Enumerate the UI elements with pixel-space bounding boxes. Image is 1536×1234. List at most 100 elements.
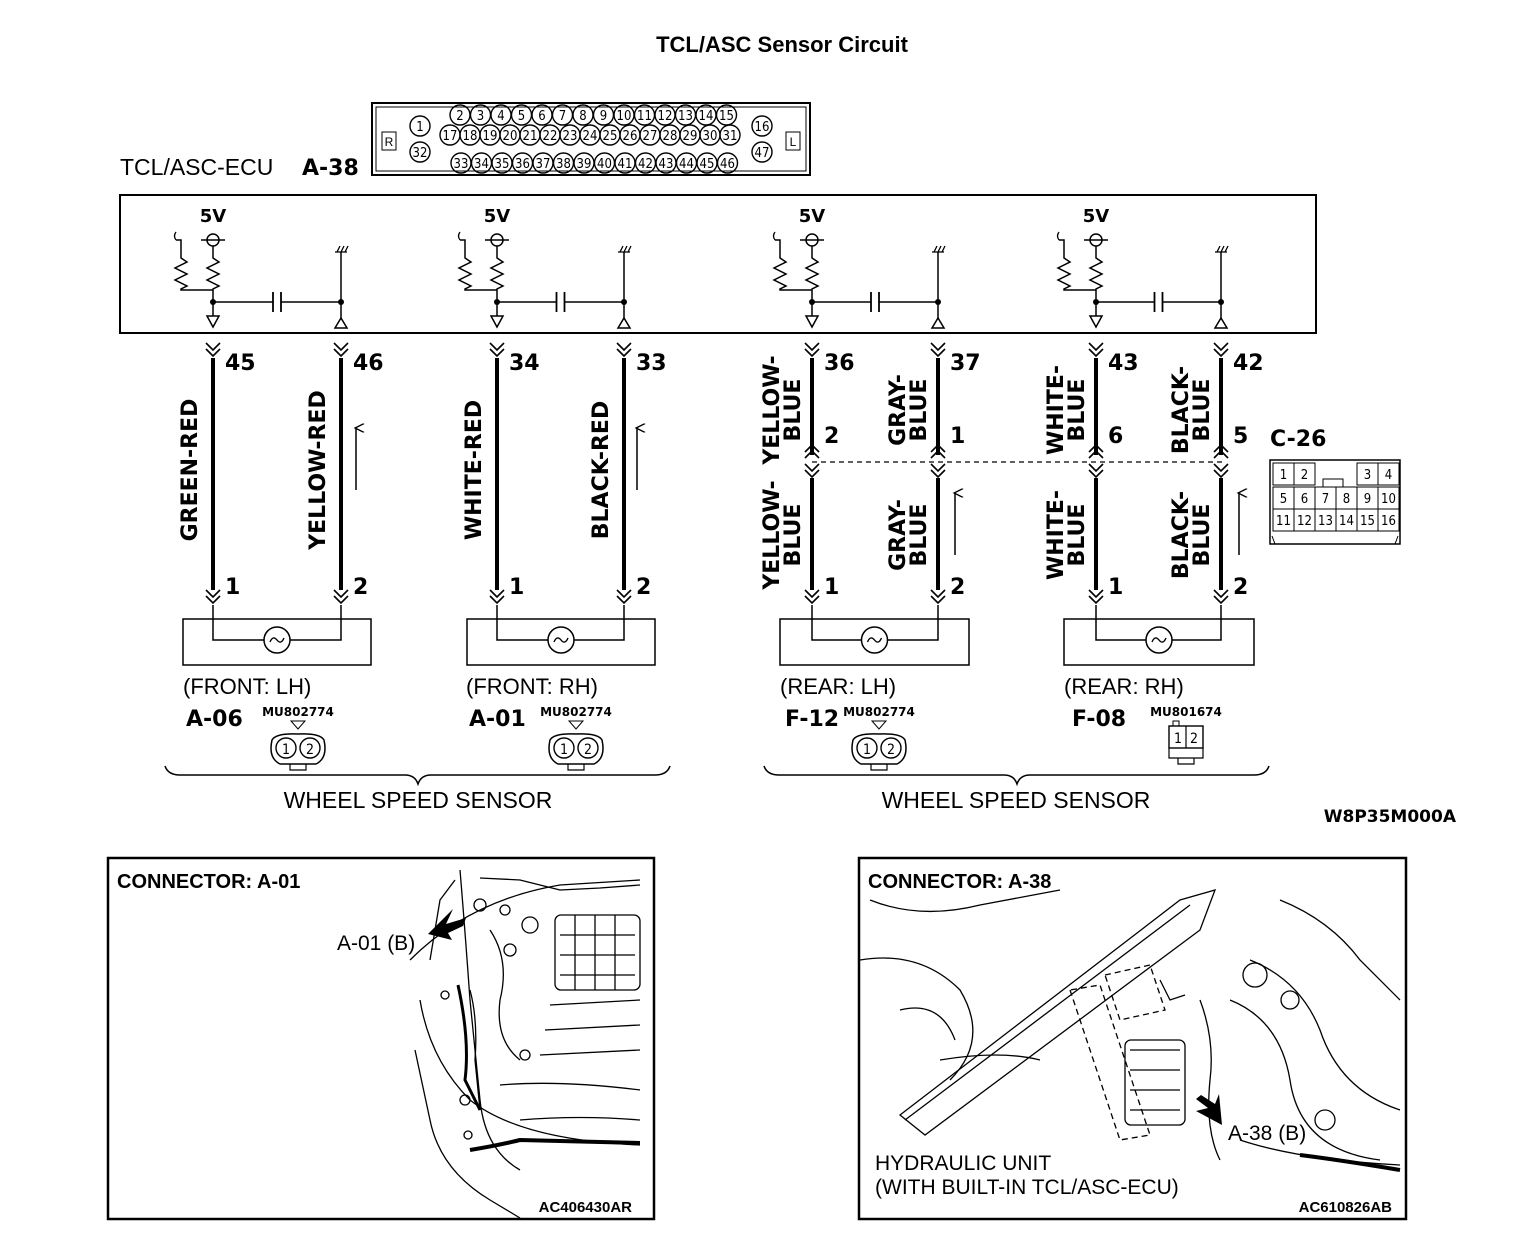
pin-circle — [275, 737, 297, 759]
junction-pin-number: 1 — [950, 424, 965, 449]
sensor-connector-code: A-06 — [186, 707, 243, 732]
connector-chevron — [1213, 589, 1229, 605]
connector-chevron — [1213, 342, 1229, 358]
connector-chevron — [1213, 463, 1229, 479]
voltage-label: 5V — [484, 206, 511, 227]
terminal-triangle-up — [930, 316, 946, 329]
pin-number: 36 — [515, 157, 530, 172]
wire-color-label: BLACK-RED — [589, 401, 614, 539]
group-label-front: WHEEL SPEED SENSOR — [284, 787, 553, 813]
pin-number: 42 — [638, 157, 653, 172]
voltage-label: 5V — [200, 206, 227, 227]
sensor-connector-code: A-01 — [469, 707, 526, 732]
voltage-label: 5V — [1083, 206, 1110, 227]
sensor-pin-number: 1 — [1108, 575, 1123, 600]
sensor-pin-number: 1 — [225, 575, 240, 600]
sensor-part-number: MU801674 — [1150, 705, 1222, 719]
wire-color-label-lower-line: BLACK- — [1169, 491, 1194, 579]
harness-wires: 451GREEN-RED462YELLOW-RED341WHITE-RED332… — [178, 342, 1264, 605]
pin-number: 24 — [583, 129, 598, 144]
sensor-connector-code: F-08 — [1072, 707, 1126, 732]
sensor-part-number: MU802774 — [540, 705, 612, 719]
c26-cell-number: 10 — [1381, 492, 1396, 507]
wire-color-label-lower: YELLOW-BLUE — [760, 480, 806, 590]
pullup-resistor — [489, 246, 505, 302]
ecu-pin-number: 43 — [1108, 351, 1139, 376]
c26-cell-number: 12 — [1297, 514, 1312, 529]
pin-number: 3 — [477, 109, 484, 124]
c26-cell-number: 6 — [1301, 492, 1308, 507]
pin-number: 47 — [755, 146, 770, 161]
ecu-pin-number: 34 — [509, 351, 540, 376]
pin-circle — [719, 124, 741, 146]
c26-cell-number: 11 — [1276, 514, 1291, 529]
connector-chevron — [205, 342, 221, 358]
wire-color-label-upper-line: BLUE — [1190, 379, 1215, 442]
terminal-triangle-up — [1213, 316, 1229, 329]
sensor-box — [466, 618, 656, 666]
c26-key — [1322, 478, 1344, 488]
panel-left-code: AC406430AR — [539, 1199, 633, 1216]
ecu-box — [119, 194, 1317, 334]
c26-cell-number: 1 — [1280, 468, 1287, 483]
panel-right-caption2: (WITH BUILT-IN TCL/ASC-ECU) — [875, 1176, 1179, 1199]
pin-number: 37 — [536, 157, 551, 172]
face-pin-number: 2 — [584, 742, 592, 758]
c26-cell-number: 13 — [1318, 514, 1333, 529]
pin-number: 38 — [556, 157, 571, 172]
wire-color-label-upper: YELLOW-BLUE — [760, 355, 806, 465]
connector-chevron — [804, 443, 820, 459]
connector-chevron — [930, 589, 946, 605]
hydraulic-unit-illustration — [859, 889, 1401, 1166]
c26-cell-number: 14 — [1339, 514, 1354, 529]
sensor-coil-wire — [1095, 605, 1222, 641]
sensor-pin-number: 1 — [824, 575, 839, 600]
connector-chevron — [1088, 342, 1104, 358]
ecu-pin-number: 42 — [1233, 351, 1264, 376]
pin-number: 5 — [518, 109, 525, 124]
c26-cell-number: 7 — [1322, 492, 1329, 507]
pin-circle — [751, 141, 773, 163]
sensor-coil-wire — [212, 605, 342, 641]
ecu-sensor-circuit: 5V — [457, 206, 632, 329]
c26-cell — [1377, 508, 1400, 532]
connector-panel-a38 — [857, 856, 1408, 1221]
pin-number: 41 — [618, 157, 633, 172]
connector-chevron — [489, 589, 505, 605]
pin-circle — [716, 152, 739, 174]
connector-side-l: L — [790, 135, 797, 149]
bias-resistor — [457, 239, 497, 291]
panel-right-title: CONNECTOR: A-38 — [868, 871, 1051, 893]
ac-wave-icon — [1151, 637, 1167, 643]
wire-color-label-lower: GRAY-BLUE — [886, 499, 932, 571]
wire-color-label-upper: GRAY-BLUE — [886, 374, 932, 446]
wire-color-label-lower-line: BLUE — [1065, 504, 1090, 567]
wire-color-label-lower-line: BLUE — [1190, 504, 1215, 567]
ground-symbol — [618, 245, 632, 253]
pin-number: 28 — [663, 129, 678, 144]
ecu-sensor-circuit: 5V — [1056, 206, 1229, 329]
connector-chevron — [333, 342, 349, 358]
pin-circle — [299, 737, 321, 759]
pin-number: 31 — [723, 129, 738, 144]
wire-color-label-lower-line: YELLOW- — [760, 480, 785, 590]
sensor-pin-number: 1 — [509, 575, 524, 600]
pin-circle — [880, 737, 902, 759]
sensor-connector-face — [851, 733, 907, 765]
connector-chevron — [333, 589, 349, 605]
ecu-pin-number: 45 — [225, 351, 256, 376]
pin-number: 23 — [563, 129, 578, 144]
pin-number: 20 — [503, 129, 518, 144]
callout-arrow-a01 — [428, 909, 466, 940]
sensor-box — [779, 618, 970, 666]
c26-cell-number: 15 — [1360, 514, 1375, 529]
ecu-pin-number: 46 — [353, 351, 384, 376]
pin-number: 34 — [474, 157, 489, 172]
terminal-triangle-down — [1088, 315, 1104, 329]
face-pin-number: 1 — [282, 742, 290, 758]
pin-number: 29 — [683, 129, 698, 144]
face-pin-number: 2 — [306, 742, 314, 758]
wire-color-label-lower-line: GRAY- — [886, 499, 911, 571]
